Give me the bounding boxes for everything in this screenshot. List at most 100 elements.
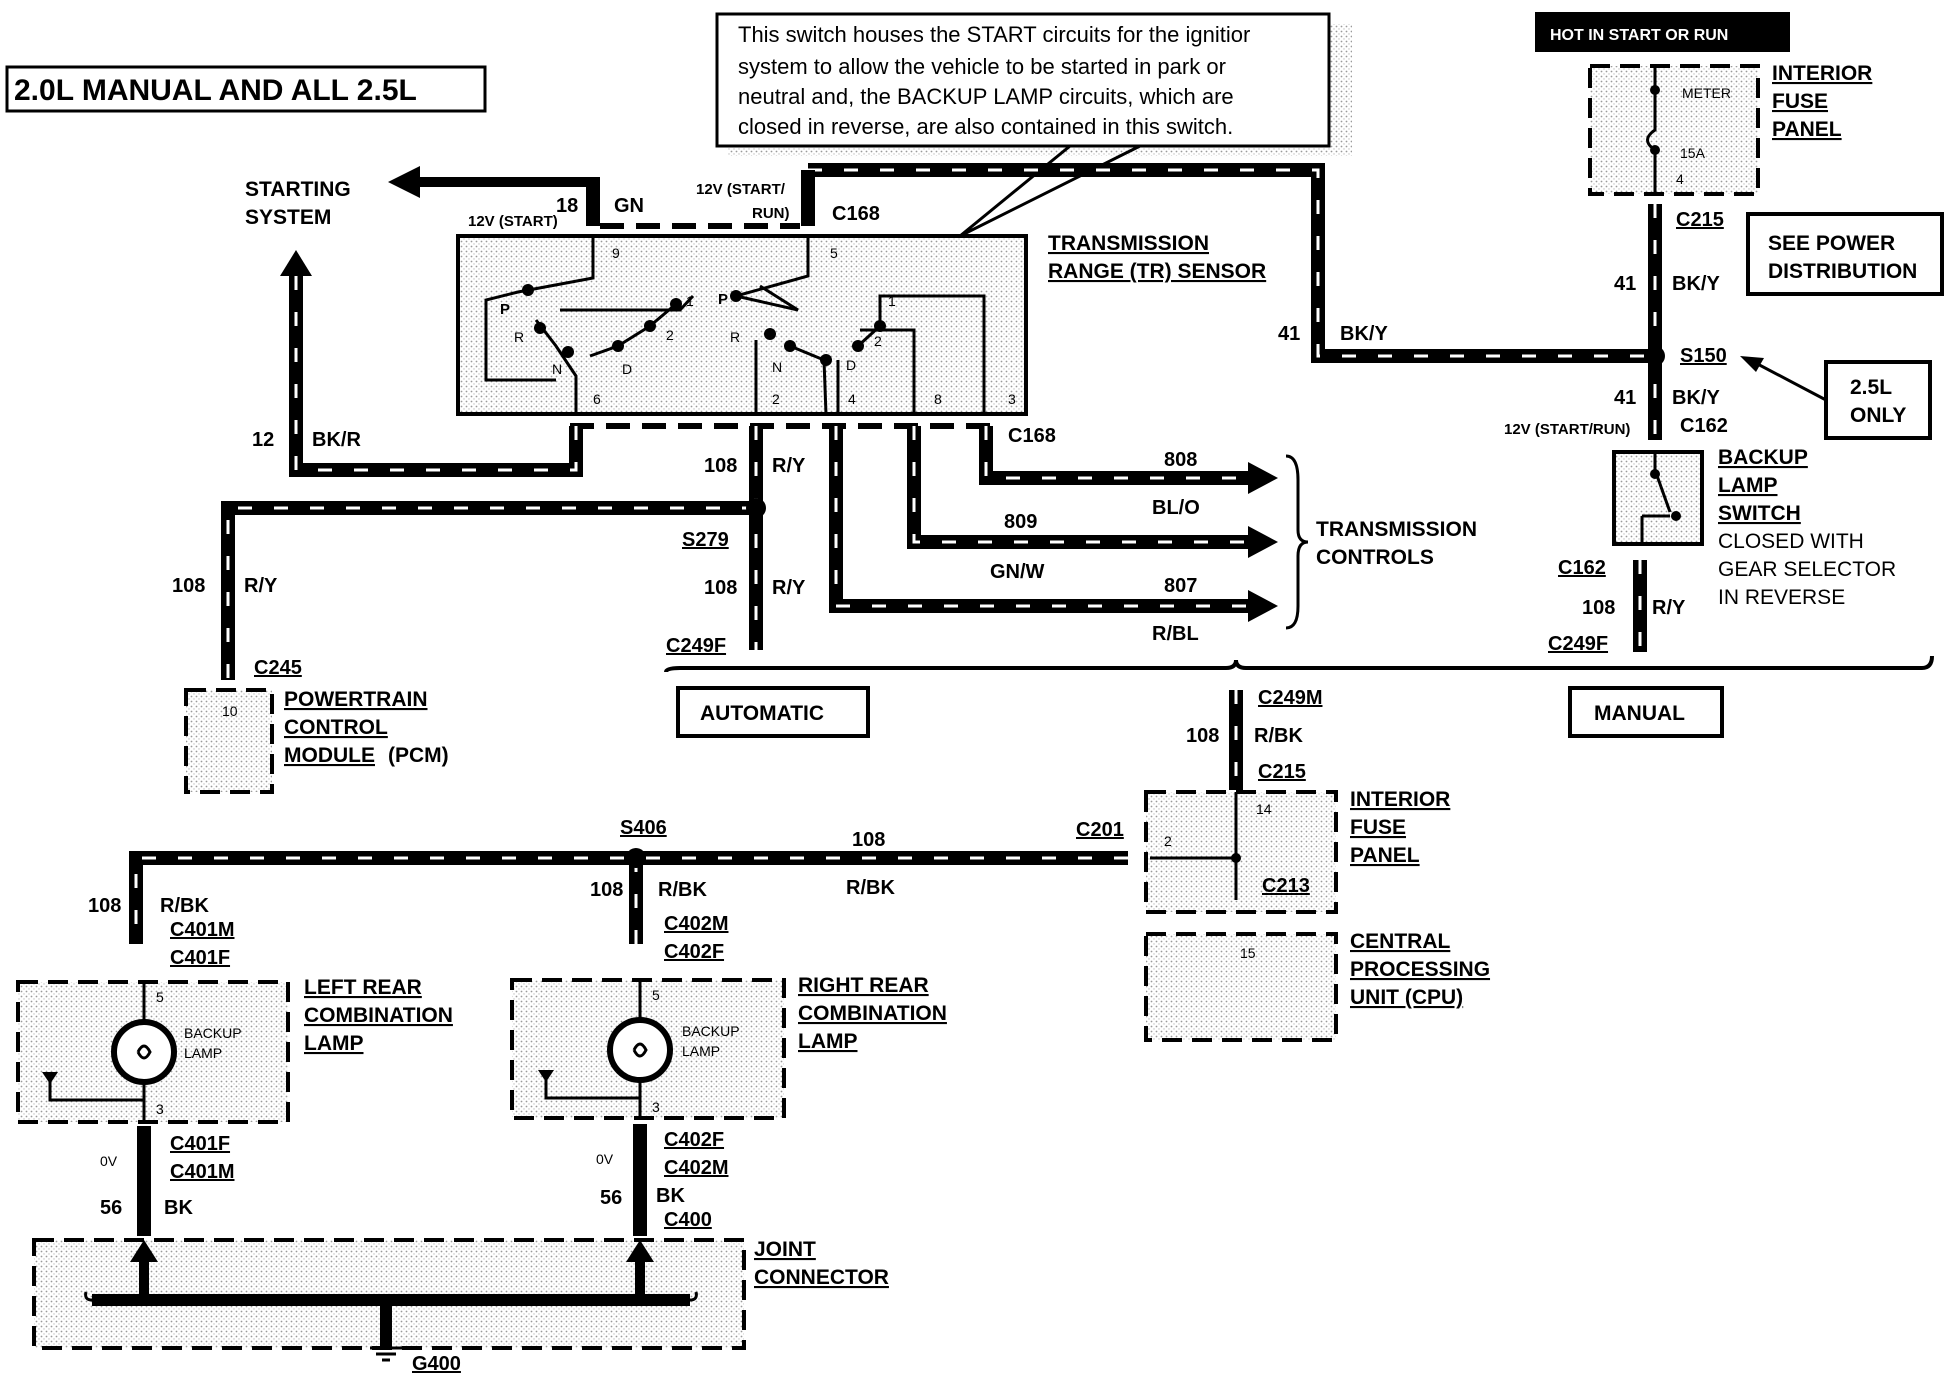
circuit-807-color: R/BL	[1152, 623, 1199, 645]
ground-g400: G400	[412, 1353, 461, 1375]
cpu-box: 15	[1144, 932, 1338, 1042]
tr-right-1: 1	[888, 293, 896, 309]
cpu-pin: 15	[1240, 945, 1256, 961]
pcm-pin: 10	[222, 703, 238, 719]
connector-c401m-b: C401M	[170, 1161, 234, 1183]
right-lamp-volt: 0V	[596, 1151, 614, 1167]
cpu-name-1: CENTRAL	[1350, 930, 1450, 953]
right-lamp-box: 5 3 BACKUP LAMP	[510, 978, 786, 1120]
pcm-name-2: CONTROL	[284, 716, 388, 739]
tr-left-1: 1	[686, 293, 694, 309]
right-lamp-bulb-2: LAMP	[682, 1043, 720, 1059]
connector-c213: C213	[1262, 875, 1310, 897]
circuit-808-num: 808	[1164, 449, 1197, 471]
connector-c402f-b: C402F	[664, 1129, 724, 1151]
only-25-1: 2.5L	[1850, 376, 1892, 399]
cpu-name-3: UNIT (CPU)	[1350, 986, 1463, 1009]
fuse-panel-mid: 2 14	[1144, 790, 1338, 914]
right-lamp-name-1: RIGHT REAR	[798, 974, 929, 997]
circuit-108-num-pcm: 108	[172, 575, 205, 597]
connector-c162-top: C162	[1680, 415, 1728, 437]
transmission-controls-2: CONTROLS	[1316, 546, 1434, 569]
fuse-mid-name-2: FUSE	[1350, 816, 1406, 839]
circuit-108-num-h: 108	[852, 829, 885, 851]
connector-c245: C245	[254, 657, 302, 679]
connector-c249m: C249M	[1258, 687, 1322, 709]
left-lamp-pin-5: 5	[156, 989, 164, 1005]
tr-pin-6: 6	[593, 391, 601, 407]
circuit-12-num: 12	[252, 429, 274, 451]
backup-switch-voltage: 12V (START/RUN)	[1504, 421, 1630, 438]
circuit-108-color-pcm: R/Y	[244, 575, 278, 597]
backup-switch-name-1: BACKUP	[1718, 446, 1808, 469]
tr-pin-2: 2	[772, 391, 780, 407]
circuit-108-num-r: 108	[590, 879, 623, 901]
circuit-108-color-r: R/BK	[658, 879, 707, 901]
fuse-mid-pin-14: 14	[1256, 801, 1272, 817]
only-25-box: 2.5L ONLY	[1740, 356, 1932, 440]
connector-c162-bottom: C162	[1558, 557, 1606, 579]
right-lamp-name-3: LAMP	[798, 1030, 858, 1053]
see-power-box: SEE POWER DISTRIBUTION	[1746, 212, 1944, 296]
note-line-2: system to allow the vehicle to be starte…	[738, 54, 1226, 79]
joint-connector-box	[32, 1238, 746, 1350]
note-box: This switch houses the START circuits fo…	[715, 12, 1352, 238]
circuit-56-num-l: 56	[100, 1197, 122, 1219]
hot-label: HOT IN START OR RUN	[1535, 12, 1790, 52]
splice-s150: S150	[1680, 345, 1727, 367]
tr-right-2: 2	[874, 333, 882, 349]
manual-box: MANUAL	[1568, 686, 1724, 738]
circuit-41-color-b: BK/Y	[1340, 323, 1388, 345]
backup-switch-name-2: LAMP	[1718, 474, 1778, 497]
backup-switch-desc-3: IN REVERSE	[1718, 586, 1845, 609]
tr-sensor-name-2: RANGE (TR) SENSOR	[1048, 260, 1266, 283]
joint-connector-1: JOINT	[754, 1238, 816, 1261]
circuit-108-num-b: 108	[704, 577, 737, 599]
starting-system-label-1: STARTING	[245, 178, 351, 201]
circuit-108-color-b: R/Y	[772, 577, 806, 599]
backup-switch-desc-1: CLOSED WITH	[1718, 530, 1864, 553]
splice-s279: S279	[682, 529, 729, 551]
fuse-mid-pin-2: 2	[1164, 833, 1172, 849]
fuse-top-name-2: FUSE	[1772, 90, 1828, 113]
fuse-mid-name-1: INTERIOR	[1350, 788, 1450, 811]
tr-left-p: P	[500, 301, 510, 318]
automatic-box: AUTOMATIC	[676, 686, 870, 738]
circuit-12-color: BK/R	[312, 429, 361, 451]
right-lamp-bulb-1: BACKUP	[682, 1023, 740, 1039]
tr-v-startrun-1: 12V (START/	[696, 181, 786, 198]
see-power-2: DISTRIBUTION	[1768, 260, 1917, 283]
circuit-108-color-a: R/Y	[772, 455, 806, 477]
tr-right-p: P	[718, 291, 728, 308]
connector-c401f-b: C401F	[170, 1133, 230, 1155]
circuit-41-num-b: 41	[1278, 323, 1300, 345]
circuit-56-color-r: BK	[656, 1185, 685, 1207]
pcm-name-3: MODULE	[284, 744, 375, 767]
page-title: 2.0L MANUAL AND ALL 2.5L	[14, 74, 417, 107]
circuit-807-num: 807	[1164, 575, 1197, 597]
backup-switch-desc-2: GEAR SELECTOR	[1718, 558, 1896, 581]
left-lamp-volt: 0V	[100, 1153, 118, 1169]
circuit-18-num: 18	[556, 195, 578, 217]
tr-left-d: D	[622, 361, 632, 377]
fuse-pin-4: 4	[1676, 171, 1684, 187]
circuit-809-color: GN/W	[990, 561, 1045, 583]
tr-left-2: 2	[666, 327, 674, 343]
left-lamp-bulb-2: LAMP	[184, 1045, 222, 1061]
left-lamp-box: 5 3 BACKUP LAMP	[16, 980, 290, 1124]
tr-pin-3: 3	[1008, 391, 1016, 407]
fuse-mid-name-3: PANEL	[1350, 844, 1420, 867]
connector-c215-top: C215	[1676, 209, 1724, 231]
connector-c402m-b: C402M	[664, 1157, 728, 1179]
pcm-suffix: (PCM)	[388, 744, 449, 767]
fuse-meter: METER	[1682, 85, 1731, 101]
joint-connector-2: CONNECTOR	[754, 1266, 889, 1289]
right-lamp-pin-3: 3	[652, 1099, 660, 1115]
connector-c201: C201	[1076, 819, 1124, 841]
circuit-56-color-l: BK	[164, 1197, 193, 1219]
tr-pin-9: 9	[612, 245, 620, 261]
connector-c400: C400	[664, 1209, 712, 1231]
circuit-108-num-a: 108	[704, 455, 737, 477]
circuit-108-color-c: R/BK	[1254, 725, 1303, 747]
note-line-4: closed in reverse, are also contained in…	[738, 114, 1233, 139]
